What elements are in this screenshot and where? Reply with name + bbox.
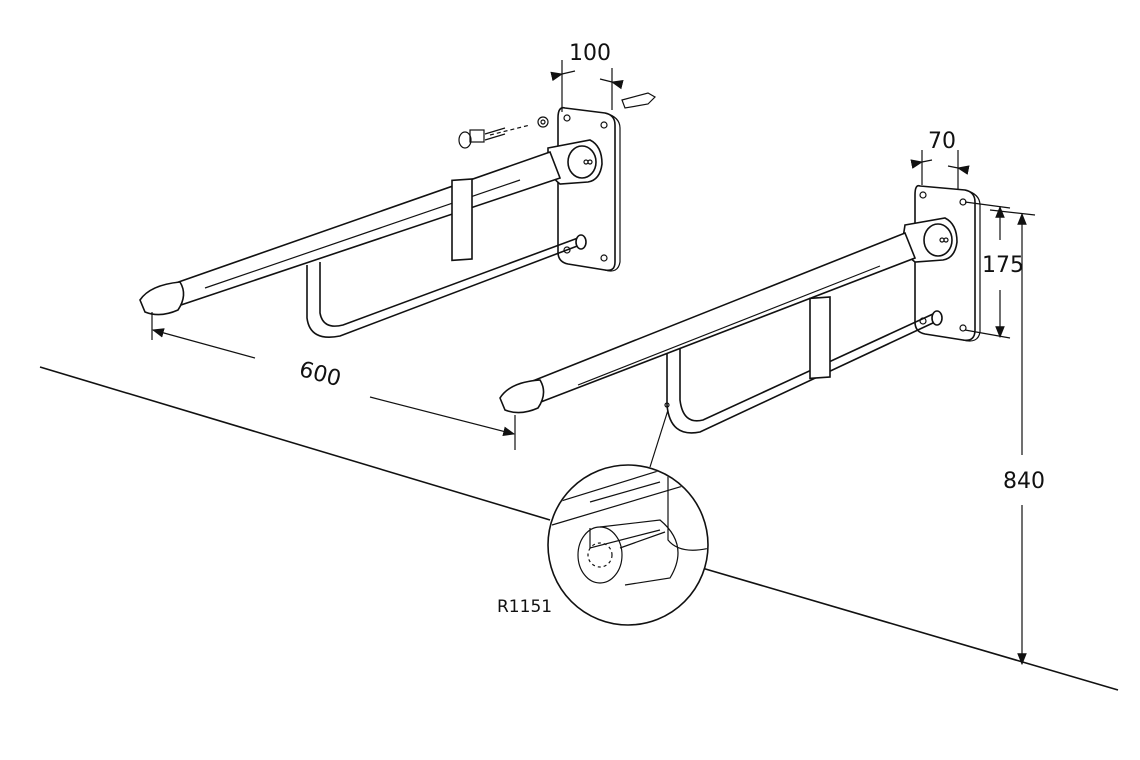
dimension-70: 70 (910, 129, 970, 190)
dimension-175: 175 (964, 201, 1024, 339)
dimension-100: 100 (550, 41, 624, 112)
dimension-label-70: 70 (928, 129, 956, 154)
detail-circle: R1151 (497, 409, 709, 626)
dimension-label-175: 175 (982, 253, 1024, 278)
grab-bar-right (499, 184, 981, 434)
dimension-840: 840 (989, 209, 1045, 666)
floor-line (39, 366, 1119, 691)
dimension-600: 600 (151, 312, 516, 450)
detail-label: R1151 (497, 597, 552, 617)
dimension-label-600: 600 (297, 357, 344, 392)
dimension-label-100: 100 (569, 41, 611, 66)
grab-bar-left (139, 92, 656, 338)
dimension-label-840: 840 (1003, 469, 1045, 494)
